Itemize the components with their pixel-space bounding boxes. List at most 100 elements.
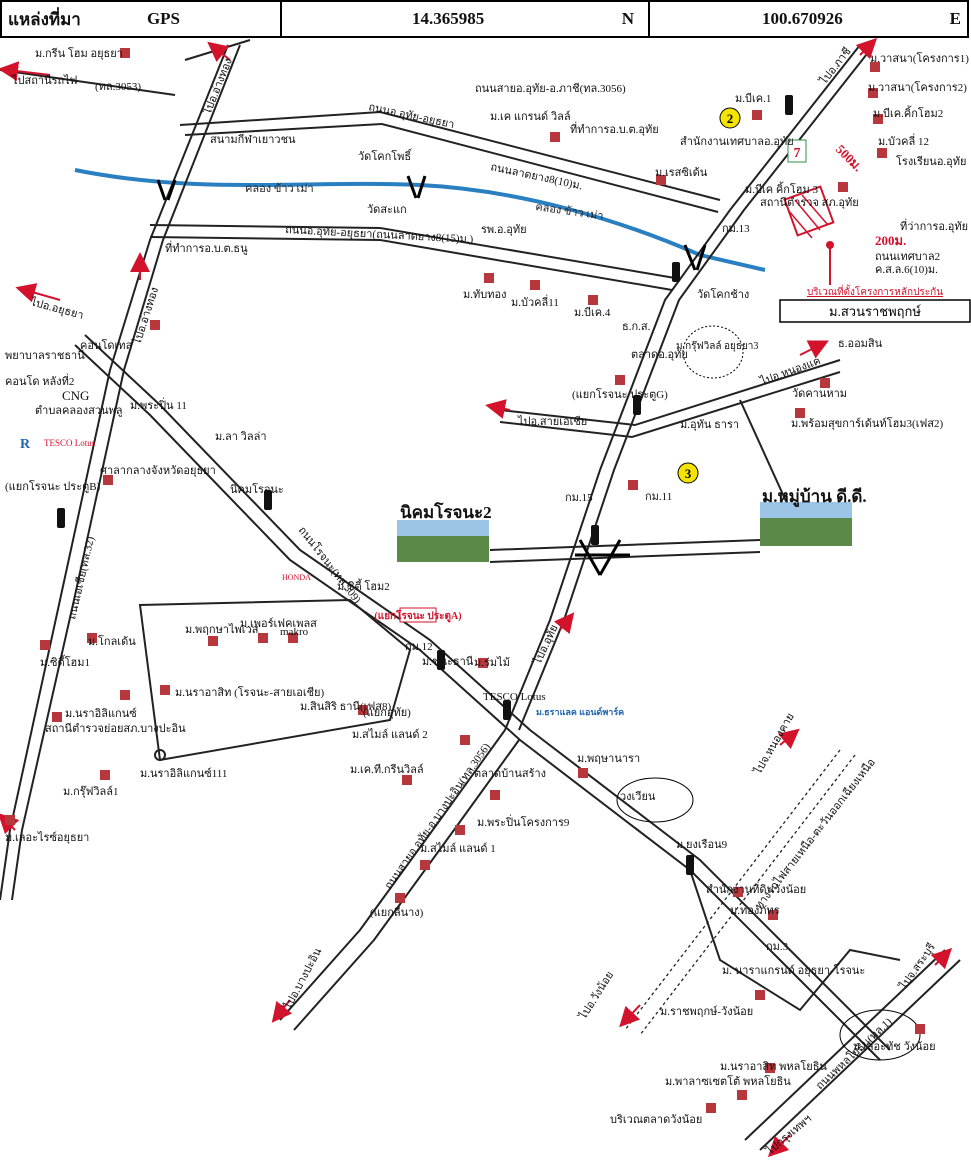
label-canal-1: คลอง ข้าว เม่า (245, 183, 314, 195)
place-label: โรงเรียนอ.อุทัย (896, 154, 966, 168)
place-label: คอนโดเทล (80, 338, 132, 352)
place-label: ม.ลา วิลล่า (215, 431, 267, 443)
place-label: TESCO Lotus (483, 691, 546, 703)
direction-arrows (0, 38, 953, 1158)
svg-text:2: 2 (727, 111, 734, 126)
place-label: ม.บัวคลี่ 12 (878, 133, 929, 148)
longitude-value: 100.670926 (762, 9, 843, 28)
source-cell: แหล่งที่มา GPS (2, 2, 282, 36)
latitude-value: 14.365985 (412, 9, 485, 28)
place-label: วัดโคกโพธิ์ (358, 148, 413, 163)
svg-text:(ทล.3053): (ทล.3053) (95, 81, 141, 93)
place-label: ม.เลอะไรซ์อยุธยา (5, 831, 89, 844)
tesco-lotus-icon-1: R TESCO Lotus (20, 437, 96, 452)
place-label: ม.นราอิลิแกนซ์111 (140, 767, 227, 780)
place-label: ม.บัวคลี่11 (511, 294, 559, 309)
place-label: สถานีตำรวจ สภ.อุทัย (760, 196, 859, 209)
canal-khaomao (74, 168, 766, 272)
svg-text:7: 7 (794, 146, 801, 161)
place-label: ม.วาสนา(โครงการ1) (870, 51, 969, 65)
svg-text:ไปอ.สายเอเชีย: ไปอ.สายเอเชีย (517, 415, 587, 428)
longitude-suffix: E (949, 9, 961, 28)
place-label: วงเวียน (620, 790, 656, 803)
place-label: ม.กรีน โฮม อยุธยา (35, 46, 123, 60)
place-label: กม.13 (722, 223, 750, 235)
project-area-label: ม.สวนราชพฤกษ์ (829, 304, 921, 319)
place-label: ม.พร้อมสุขการ์เด้นท์โฮม3(เฟส2) (791, 416, 943, 430)
place-label: ม.บีเค คิ้กโฮม 3 (745, 181, 818, 196)
place-label: ม.เพอร์เฟคเพลส (240, 617, 317, 630)
svg-text:ไปอ.ภาชี: ไปอ.ภาชี (817, 45, 854, 87)
seven-eleven-icon: 7 (787, 139, 807, 163)
place-label: บริเวณตลาดวังน้อย (610, 1114, 702, 1126)
place-label: วัดคานหาม (792, 388, 847, 400)
place-label: ม.สไมล์ แลนด์ 2 (352, 728, 428, 741)
place-label: ที่ทำการอ.บ.ต.อุทัย (570, 121, 659, 136)
place-label: ม.ซิตี้ โฮม2 (337, 578, 390, 593)
place-label: สนามกีฬาเยาวชน (210, 133, 296, 146)
place-label: ที่ว่าการอ.อุทัย (900, 218, 968, 233)
bridge-symbols (156, 175, 707, 576)
direction-labels: ไปสถานีรถไฟ (ทล.3053) ไปอ.อ่างทอง ไปอ.อ่… (11, 45, 938, 1158)
place-label: กม.3. (766, 941, 791, 953)
place-label: ที่ทำการอ.บ.ต.ธนู (165, 240, 248, 255)
place-label: สำนักงานที่ดินวังน้อย (706, 881, 806, 896)
place-label: สถานีตำรวจย่อยสภ.บางปะอิน (45, 722, 186, 735)
place-label: ม.นราอาสิท พหลโยธิน (720, 1059, 827, 1073)
place-label: ม.เรสซิเด้น (655, 167, 708, 179)
place-label: ม.วาสนา(โครงการ2) (868, 80, 967, 94)
svg-text:ไปกรุงเทพฯ: ไปกรุงเทพฯ (763, 1112, 814, 1158)
place-label: ม.พาลาซเซตโต้ พหลโยธิน (665, 1074, 791, 1088)
place-label: (แยกโรจนะ ประตูG) (572, 387, 668, 401)
place-label: ม.ทองภัทร (730, 905, 780, 917)
place-label: ม.พระปิ่น 11 (130, 397, 187, 412)
latitude-cell: 14.365985 N (282, 2, 650, 36)
place-label: ม.เค แกรนด์ วิลล์ (490, 110, 571, 123)
makro-label: (แยกโรจนะ ประตูA) (374, 609, 461, 623)
place-label: ม.นราอิลิแกนซ์ (65, 707, 137, 720)
place-label: ม.ยงเรือน9 (676, 838, 728, 851)
place-label: พยาบาลราชธานี (5, 349, 85, 362)
place-label: ม.เค.ที.กรีนวิลล์ (350, 763, 424, 776)
svg-text:ไปอ.อ่างทอง: ไปอ.อ่างทอง (200, 56, 235, 117)
place-label: ม.อุทัน ธารา (680, 419, 739, 431)
svg-text:ไปจ.หนองคาย: ไปจ.หนองคาย (751, 711, 797, 778)
soi-label: บริเวณที่ตั้งโครงการหลักประกัน (807, 284, 943, 298)
place-label: ม.โกลเด้น (88, 634, 136, 648)
label-road-uthai: ถนนอ.อุทัย-อยุธยา (367, 101, 455, 131)
honda-icon: HONDA (282, 573, 311, 582)
place-label: ม.กรุ๊ฟวิลล์1 (63, 785, 119, 798)
distance-200: 200ม. (875, 233, 906, 248)
svg-text:ไปอ.หนองแค: ไปอ.หนองแค (758, 354, 823, 388)
place-label: รพ.อ.อุทัย (481, 224, 527, 236)
place-label: ศาลากลางจังหวัดอยุธยา (100, 465, 216, 477)
market-bansang-outline (616, 777, 694, 823)
place-label: CNG (62, 388, 89, 403)
label-road-rojana: ถนนโรจนะ(ทล.309) (296, 523, 365, 606)
svg-text:ไปอ.วังน้อย: ไปอ.วังน้อย (576, 969, 616, 1023)
place-label: กม.11 (645, 491, 672, 503)
road-network (0, 39, 961, 1151)
svg-text:ไปสถานีรถไฟ: ไปสถานีรถไฟ (11, 74, 77, 87)
place-label: ม.กรุ๊ฟวิลล์ อยุธยา3 (676, 340, 758, 352)
distance-500: 500ม. (833, 142, 866, 175)
place-label: ม.บีเค.1 (735, 92, 771, 105)
marker-3: 3 (677, 462, 699, 484)
place-label: ม.ซิตี้โฮม1 (40, 654, 90, 669)
place-label: ม.ทับทอง (463, 289, 506, 301)
place-label: วัดสะแก (367, 204, 407, 216)
railway-line (624, 749, 856, 1036)
traffic-light-icons (57, 95, 793, 875)
marker-2: 2 (719, 107, 741, 129)
place-label: ม.สินสิริ ธานี(เฟส8) (300, 700, 391, 713)
svg-text:ไปจ.สระบุรี: ไปจ.สระบุรี (896, 941, 938, 993)
place-label: ธ.ออมสิน (838, 338, 883, 350)
roundabout-icon (154, 749, 166, 761)
latitude-suffix: N (621, 9, 634, 28)
market-uthai-outline (682, 325, 744, 379)
place-label: ม.ราชพฤกษ์-วังน้อย (660, 1005, 753, 1018)
label-road-phahon: ถนนพหลโยธิน(ทล.1) (812, 1014, 894, 1092)
project-site: ม.สวนราชพฤกษ์ บริเวณที่ตั้งโครงการหลักปร… (779, 185, 971, 323)
place-label: ม.บีเค.คิ้กโฮม2 (873, 105, 943, 120)
location-map: ม.สวนราชพฤกษ์ บริเวณที่ตั้งโครงการหลักปร… (0, 38, 971, 1158)
